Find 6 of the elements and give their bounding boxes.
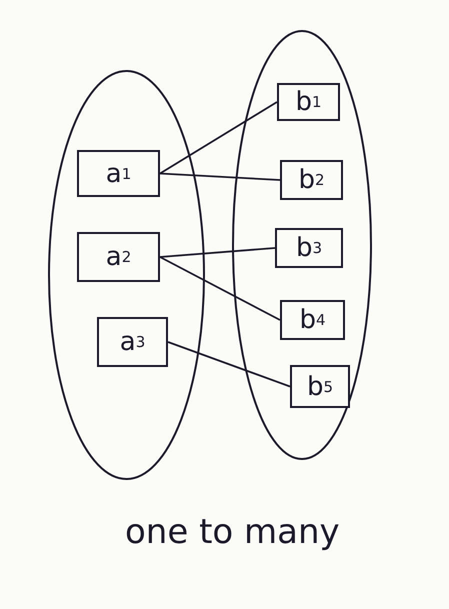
connector-line — [160, 256, 280, 321]
connector-line — [168, 341, 290, 388]
caption-text: one to many — [125, 512, 340, 552]
connector-line — [160, 247, 276, 258]
connector-line — [160, 172, 280, 181]
connector-line — [160, 101, 278, 174]
